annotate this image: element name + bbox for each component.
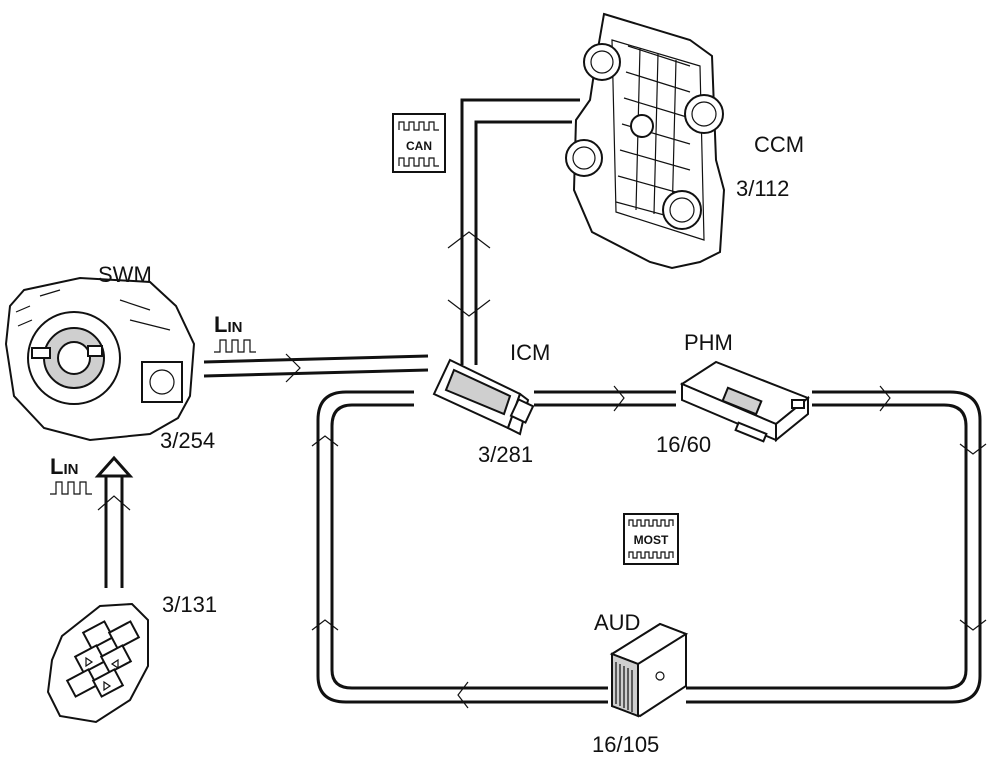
- lin-link-swm-icm: [203, 353, 429, 383]
- aud-name: AUD: [594, 610, 640, 635]
- ccm-knob-top-right: [684, 94, 724, 134]
- most-signal-box: MOST: [623, 513, 679, 565]
- phm-name: PHM: [684, 330, 733, 355]
- icm-unit: [432, 358, 535, 436]
- aud-unit: [609, 622, 689, 718]
- can-label: CAN: [406, 139, 432, 153]
- most-label: MOST: [634, 533, 669, 547]
- lin-left-main: L: [50, 454, 63, 479]
- swm-name: SWM: [98, 262, 152, 287]
- swm-unit: [4, 276, 196, 442]
- steering-buttons-id: 3/131: [162, 592, 217, 617]
- can-signal-box: CAN: [392, 113, 446, 173]
- can-link: [447, 98, 580, 365]
- lin-link-buttons-swm: [94, 455, 134, 588]
- icm-name: ICM: [510, 340, 550, 365]
- phm-id: 16/60: [656, 432, 711, 457]
- ccm-name: CCM: [754, 132, 804, 157]
- ccm-knob-top-left: [583, 43, 621, 81]
- phm-unit: [679, 360, 810, 443]
- ccm-knob-bottom-right: [662, 190, 702, 230]
- ccm-unit: [565, 12, 726, 270]
- most-ring: [311, 385, 987, 709]
- lin-label-left: LIN: [50, 454, 92, 495]
- aud-id: 16/105: [592, 732, 659, 757]
- ccm-id: 3/112: [736, 176, 789, 201]
- steering-wheel-buttons: [46, 602, 149, 724]
- ccm-knob-mid-left: [565, 139, 603, 177]
- lin-label-top: LIN: [214, 312, 256, 353]
- svg-text:LIN: LIN: [214, 312, 242, 337]
- svg-text:LIN: LIN: [50, 454, 78, 479]
- swm-id: 3/254: [160, 428, 215, 453]
- ccm-center-knob: [630, 114, 654, 138]
- lin-top-main: L: [214, 312, 227, 337]
- lin-top-sub: IN: [227, 319, 242, 336]
- lin-left-sub: IN: [63, 461, 78, 478]
- icm-id: 3/281: [478, 442, 533, 467]
